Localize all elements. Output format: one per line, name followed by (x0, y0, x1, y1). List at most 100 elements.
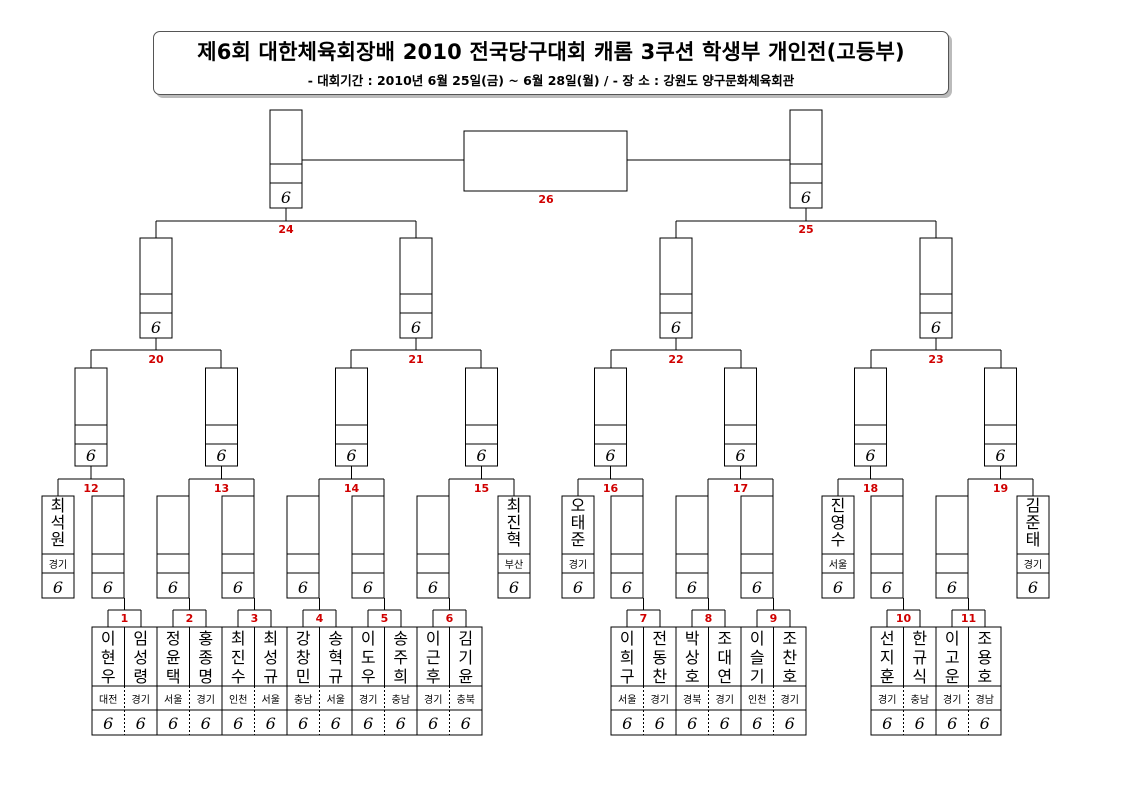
player-name-char: 규 (263, 667, 278, 686)
player-name-char: 김 (1026, 496, 1041, 515)
player-name-char: 최 (263, 629, 278, 648)
player-name-char: 용 (977, 648, 992, 667)
slot-box (610, 495, 644, 599)
player-name-char: 대 (717, 648, 732, 667)
player-name-char: 진 (507, 513, 522, 532)
match-number: 19 (993, 482, 1008, 495)
player-region: 충남 (392, 694, 410, 706)
score-mark: 6 (266, 714, 276, 733)
player-name-char: 구 (620, 667, 635, 686)
match-number: 23 (928, 353, 943, 366)
score-mark: 6 (671, 318, 681, 337)
player-region: 경기 (49, 558, 67, 571)
match-number: 16 (603, 482, 619, 495)
champion-box (463, 130, 628, 192)
player-name-char: 김 (458, 629, 473, 648)
player-name-char: 우 (101, 667, 116, 686)
player-name-char: 홍 (198, 629, 213, 648)
match-number: 25 (798, 223, 813, 236)
score-mark: 6 (720, 714, 730, 733)
score-mark: 6 (461, 714, 471, 733)
player-name-char: 태 (1026, 530, 1041, 549)
player-region: 경남 (976, 693, 994, 706)
player-name-char: 고 (945, 648, 960, 667)
player-name-char: 찬 (782, 648, 797, 667)
match-number: 17 (733, 482, 748, 495)
slot-box (675, 495, 709, 599)
player-name-char: 조 (977, 629, 992, 648)
score-mark: 6 (801, 188, 811, 207)
player-region: 인천 (748, 694, 766, 706)
match-number: 15 (474, 482, 489, 495)
player-name-char: 호 (685, 667, 700, 686)
player-name-char: 조 (782, 629, 797, 648)
slot-box (91, 495, 125, 599)
player-region: 경기 (359, 693, 377, 706)
player-name-char: 호 (977, 667, 992, 686)
score-mark: 6 (428, 714, 438, 733)
score-mark: 6 (411, 318, 421, 337)
score-mark: 6 (882, 578, 892, 597)
player-name-char: 박 (685, 629, 700, 648)
player-name-char: 한 (912, 629, 927, 648)
match-number: 9 (770, 612, 778, 625)
score-mark: 6 (882, 714, 892, 733)
player-name-char: 최 (231, 629, 246, 648)
score-mark: 6 (931, 318, 941, 337)
player-name-char: 희 (620, 648, 635, 667)
score-mark: 6 (865, 446, 875, 465)
player-name-char: 수 (231, 667, 246, 686)
match-number: 6 (446, 612, 454, 625)
score-mark: 6 (103, 578, 113, 597)
score-mark: 6 (428, 578, 438, 597)
player-name-char: 선 (880, 629, 895, 648)
player-name-char: 송 (328, 629, 343, 648)
score-mark: 6 (622, 714, 632, 733)
player-region: 경기 (1024, 558, 1042, 571)
match-number: 24 (278, 223, 294, 236)
player-name-char: 연 (717, 667, 732, 686)
score-mark: 6 (201, 714, 211, 733)
player-name-char: 진 (231, 648, 246, 667)
slot-box (740, 495, 774, 599)
score-mark: 6 (233, 714, 243, 733)
match-number: 21 (408, 353, 423, 366)
score-mark: 6 (331, 714, 341, 733)
player-name-char: 동 (652, 648, 667, 667)
player-name-char: 훈 (880, 667, 895, 686)
score-mark: 6 (346, 446, 356, 465)
score-mark: 6 (735, 446, 745, 465)
player-name-char: 임 (133, 629, 148, 648)
player-name-char: 윤 (458, 667, 473, 686)
match-number: 22 (668, 353, 683, 366)
score-mark: 6 (396, 714, 406, 733)
player-name-char: 이 (101, 629, 116, 648)
player-region: 충북 (457, 694, 475, 706)
score-mark: 6 (622, 578, 632, 597)
player-name-char: 이 (750, 629, 765, 648)
player-name-char: 준 (571, 530, 586, 549)
slot-box (269, 109, 303, 209)
slot-box (870, 495, 904, 599)
player-name-char: 석 (51, 513, 66, 532)
player-name-char: 최 (51, 496, 66, 515)
score-mark: 6 (1028, 578, 1038, 597)
score-mark: 6 (281, 188, 291, 207)
score-mark: 6 (216, 446, 226, 465)
player-name-char: 지 (880, 648, 895, 667)
player-name-char: 조 (717, 629, 732, 648)
player-name-char: 명 (198, 667, 213, 686)
match-number: 2 (186, 612, 194, 625)
match-number: 8 (705, 612, 713, 625)
player-name-char: 성 (263, 648, 278, 667)
score-mark: 6 (363, 714, 373, 733)
match-number: 5 (381, 612, 389, 625)
match-number: 7 (640, 612, 648, 625)
player-name-char: 민 (296, 667, 311, 686)
player-region: 경북 (683, 693, 701, 706)
player-region: 경기 (943, 693, 961, 706)
player-region: 서울 (829, 559, 847, 571)
slot-box (156, 495, 190, 599)
player-name-char: 창 (296, 648, 311, 667)
